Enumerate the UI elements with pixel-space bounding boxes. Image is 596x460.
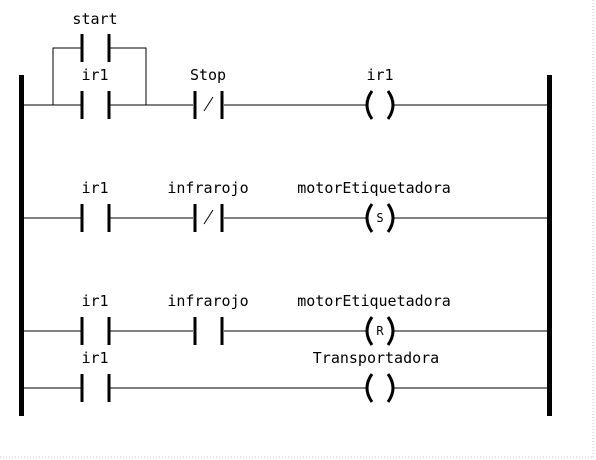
contact-ir1[interactable]: ir1 (80, 349, 111, 402)
nc-slash (203, 96, 214, 112)
coil-label: motorEtiquetadora (297, 292, 451, 310)
coil-label: ir1 (366, 66, 393, 84)
contact-start[interactable]: start (72, 10, 118, 62)
contact-label: Stop (190, 66, 226, 84)
rung-2: ir1 infrarojo S motorEtiquetadora (24, 179, 547, 233)
right-power-rail (547, 75, 552, 416)
nc-slash (203, 209, 214, 225)
coil-transportadora[interactable]: Transportadora (313, 349, 439, 403)
rung-1: start ir1 Stop ir1 (24, 10, 547, 120)
left-power-rail (19, 75, 24, 416)
coil-letter: S (376, 211, 383, 225)
contact-infrarojo[interactable]: infrarojo (167, 179, 249, 232)
contact-label: ir1 (81, 292, 108, 310)
contact-label: start (72, 10, 117, 28)
contact-label: ir1 (81, 66, 108, 84)
coil-motoretiquetadora-reset[interactable]: R motorEtiquetadora (297, 292, 451, 346)
contact-infrarojo[interactable]: infrarojo (167, 292, 249, 345)
rung-4: ir1 Transportadora (24, 349, 547, 403)
coil-label: motorEtiquetadora (297, 179, 451, 197)
coil-letter: R (376, 324, 384, 338)
coil-motoretiquetadora-set[interactable]: S motorEtiquetadora (297, 179, 451, 233)
contact-ir1[interactable]: ir1 (80, 66, 111, 119)
rung-3: ir1 infrarojo R motorEtiquetadora (24, 292, 547, 346)
contact-ir1[interactable]: ir1 (80, 179, 111, 232)
contact-label: infrarojo (167, 179, 248, 197)
branch-wire (110, 47, 147, 105)
contact-ir1[interactable]: ir1 (80, 292, 111, 345)
branch-wire (52, 47, 81, 105)
contact-stop[interactable]: Stop (190, 66, 226, 119)
contact-label: infrarojo (167, 292, 248, 310)
contact-label: ir1 (81, 179, 108, 197)
contact-label: ir1 (81, 349, 108, 367)
coil-label: Transportadora (313, 349, 439, 367)
coil-ir1[interactable]: ir1 (365, 66, 395, 120)
